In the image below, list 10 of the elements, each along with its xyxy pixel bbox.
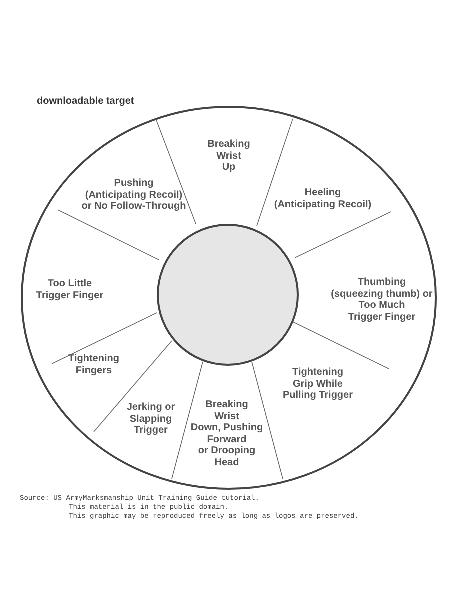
- segment-label: Breaking Wrist Up: [208, 138, 250, 174]
- segment-label: Tightening Fingers: [68, 354, 120, 376]
- segment-label: Breaking Wrist Down, Pushing Forward or Drooping Head: [190, 400, 264, 468]
- segment-label: Tightening Grip While Pulling Trigger: [283, 366, 353, 402]
- segment-label: Jerking or Slapping Trigger: [126, 402, 176, 436]
- segment-label: Thumbing (squeezing thumb) or Too Much Trigger Finger: [331, 277, 433, 323]
- segment-label: Heeling (Anticipating Recoil): [274, 188, 372, 210]
- segment-label: Pushing (Anticipating Recoil) or No Follow-Through: [82, 178, 186, 212]
- subtitle: downloadable target: [37, 96, 134, 107]
- segment-label: Too Little Trigger Finger: [36, 278, 104, 302]
